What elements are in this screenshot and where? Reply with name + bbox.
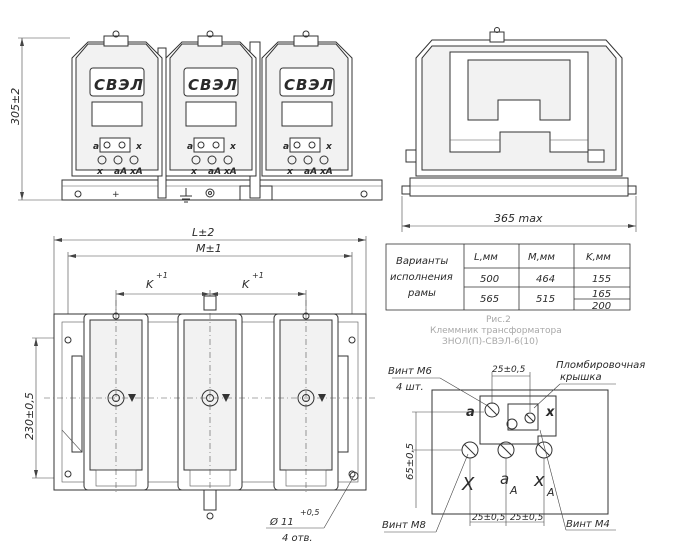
- screw-m4-label: Винт М4: [566, 519, 610, 530]
- plan-unit-2: [177, 295, 243, 494]
- length-L-label: L±2: [192, 226, 214, 239]
- pitch-K-left-label: K: [146, 278, 154, 291]
- label-a: a: [466, 405, 475, 420]
- dim-bottom-2: 25±0,5: [510, 513, 544, 523]
- width-230-label: 230±0,5: [23, 392, 36, 440]
- side-view: 365 max: [401, 27, 637, 232]
- svg-text:xA: xA: [319, 167, 333, 177]
- label-x: x: [545, 405, 555, 420]
- plan-unit-3: [273, 300, 339, 494]
- svg-text:x: x: [190, 167, 198, 177]
- svg-text:aA: aA: [304, 167, 317, 177]
- col-L: L,мм: [474, 252, 498, 263]
- length-M-label: M±1: [196, 242, 222, 255]
- plan-unit-1: [83, 300, 149, 494]
- transformer-unit-1: СВЭЛ a x x aA xA: [71, 30, 163, 177]
- svg-text:+: +: [112, 190, 120, 200]
- svg-text:500: 500: [480, 274, 499, 285]
- dim-height: 65±0,5: [405, 443, 416, 480]
- col-M: M,мм: [528, 252, 555, 263]
- variants-header-1: Варианты: [396, 256, 448, 267]
- svg-text:A: A: [509, 484, 518, 497]
- terminal-detail: a x X a A x A 25±0,5 65±0,5 25±0,5 25±0,…: [382, 359, 645, 533]
- brand-label: СВЭЛ: [284, 76, 334, 94]
- svg-text:a: a: [93, 142, 99, 152]
- caption-line-1: Клеммник трансформатора: [430, 326, 562, 336]
- svg-text:A: A: [546, 486, 555, 499]
- svg-text:x: x: [96, 167, 104, 177]
- dim-top: 25±0,5: [492, 365, 526, 375]
- pitch-K-right-label: K: [242, 278, 250, 291]
- svg-text:+1: +1: [156, 271, 168, 280]
- variants-header-2: исполнения: [390, 272, 453, 283]
- svg-text:x: x: [325, 142, 333, 152]
- svg-text:565: 565: [480, 294, 499, 305]
- brand-label: СВЭЛ: [94, 76, 144, 94]
- brand-label: СВЭЛ: [188, 76, 238, 94]
- height-305-label: 305±2: [9, 88, 22, 125]
- dim-bottom-1: 25±0,5: [472, 513, 506, 523]
- seal-cover-label-2: крышка: [560, 372, 602, 383]
- svg-text:xA: xA: [223, 167, 237, 177]
- depth-365-label: 365 max: [494, 212, 543, 225]
- variants-table: Варианты исполнения рамы L,мм M,мм K,мм …: [385, 243, 631, 312]
- svg-text:515: 515: [536, 294, 555, 305]
- fig-caption: Рис.2: [486, 315, 511, 325]
- hole-count-label: 4 отв.: [282, 533, 313, 544]
- plan-view: L±2 M±1 K +1 K +1 230±0,5: [23, 226, 376, 544]
- svg-text:aA: aA: [208, 167, 221, 177]
- svg-text:155: 155: [592, 274, 611, 285]
- svg-text:464: 464: [536, 274, 555, 285]
- svg-text:a: a: [283, 142, 289, 152]
- screw-m6-label: Винт М6: [388, 366, 432, 377]
- front-view: 305±2 + СВЭЛ: [9, 30, 383, 203]
- ground-symbol-icon: [180, 188, 192, 203]
- hole-dia-label: Ø 11: [269, 516, 294, 528]
- svg-text:x: x: [229, 142, 237, 152]
- screw-m6-count: 4 шт.: [396, 382, 424, 393]
- transformer-unit-3: СВЭЛ a x x aA xA: [261, 30, 353, 177]
- svg-text:+0,5: +0,5: [300, 508, 319, 517]
- label-xA: x: [533, 470, 545, 491]
- screw-m8-label: Винт М8: [382, 520, 426, 531]
- k-200: 200: [592, 301, 611, 312]
- col-K: K,мм: [586, 252, 611, 263]
- k-165: 165: [592, 289, 611, 300]
- caption-line-2: ЗНОЛ(П)-СВЭЛ-6(10): [442, 337, 538, 347]
- svg-text:x: x: [135, 142, 143, 152]
- svg-text:xA: xA: [129, 167, 143, 177]
- svg-text:aA: aA: [114, 167, 127, 177]
- seal-cover-label-1: Пломбировочная: [556, 359, 645, 371]
- label-X: X: [461, 474, 475, 495]
- label-aA: a: [500, 470, 509, 488]
- svg-text:+1: +1: [252, 271, 264, 280]
- svg-text:a: a: [187, 142, 193, 152]
- transformer-unit-2: СВЭЛ a x x aA xA: [165, 30, 257, 177]
- variants-header-3: рамы: [407, 288, 436, 299]
- svg-text:x: x: [286, 167, 294, 177]
